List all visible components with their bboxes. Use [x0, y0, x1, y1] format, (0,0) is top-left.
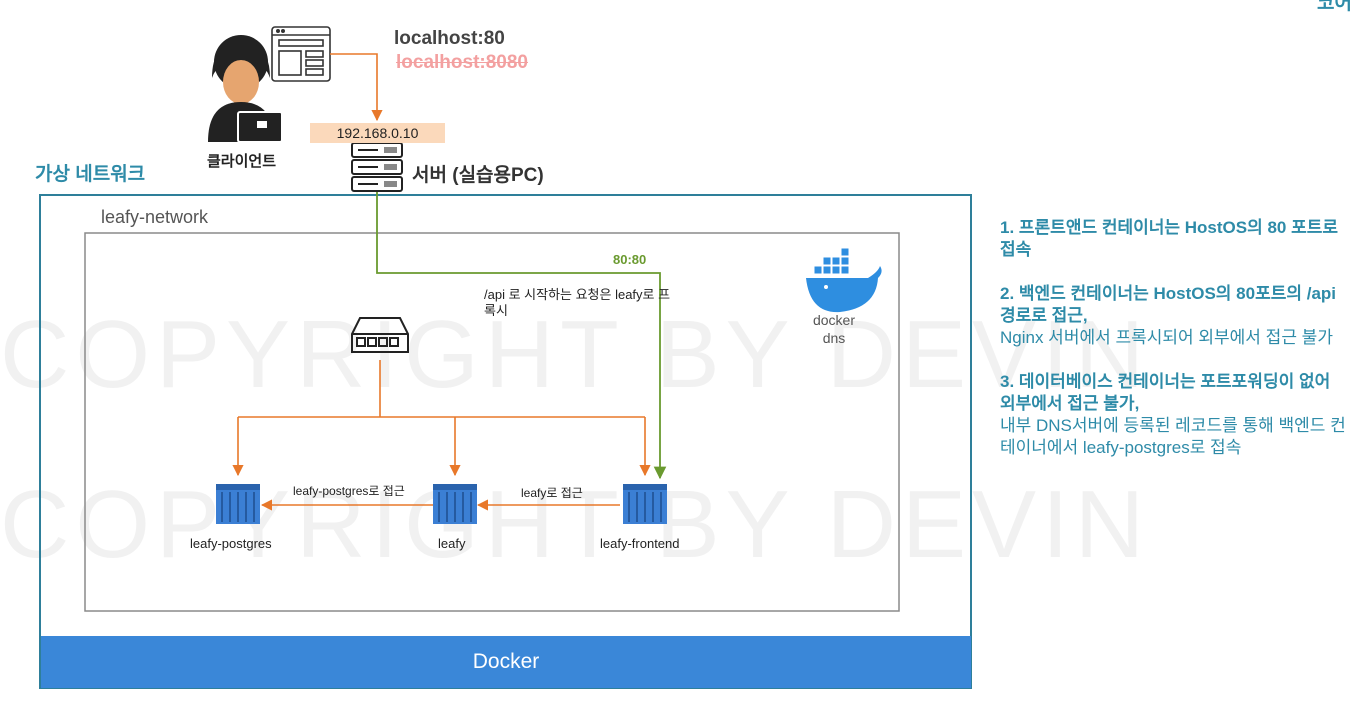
notes-panel: 1. 프론트앤드 컨테이너는 HostOS의 80 포트로 접속 2. 백엔드 … — [1000, 217, 1350, 481]
container-icon-backend — [433, 484, 477, 524]
container-label-frontend: leafy-frontend — [600, 536, 680, 551]
url-primary: localhost:80 — [394, 28, 505, 49]
note-1: 1. 프론트앤드 컨테이너는 HostOS의 80 포트로 접속 — [1000, 217, 1350, 261]
container-label-backend: leafy — [438, 536, 466, 551]
network-switch-icon — [351, 317, 409, 353]
container-icon-frontend — [623, 484, 667, 524]
network-label: leafy-network — [101, 207, 209, 227]
note-3-plain: 내부 DNS서버에 등록된 레코드를 통해 백엔드 컨테이너에서 leafy-p… — [1000, 416, 1346, 457]
port-forward-arrow — [376, 192, 667, 480]
docker-bar: Docker — [41, 636, 971, 688]
docker-whale-icon — [806, 247, 882, 313]
note-3-bold: 3. 데이터베이스 컨테이너는 포트포워딩이 없어 외부에서 접근 불가, — [1000, 372, 1331, 413]
docker-dns-label: docker dns — [808, 311, 860, 347]
dns-label-line2: dns — [822, 330, 846, 346]
api-proxy-note: /api 로 시작하는 요청은 leafy로 프록시 — [484, 287, 671, 318]
request-arrow — [330, 53, 383, 122]
arrow-label-to-backend: leafy로 접근 — [521, 486, 583, 500]
server-ip-badge: 192.168.0.10 — [310, 123, 445, 143]
browser-icon — [271, 26, 331, 82]
url-struck: localhost:8080 — [396, 52, 528, 73]
container-icon-postgres — [216, 484, 260, 524]
note-2-plain: Nginx 서버에서 프록시되어 외부에서 접근 불가 — [1000, 328, 1333, 347]
watermark-line-2: COPYRIGHT BY DEVIN — [0, 471, 1151, 578]
server-label: 서버 (실습용PC) — [412, 165, 544, 186]
container-label-postgres: leafy-postgres — [190, 536, 272, 551]
virtual-network-label: 가상 네트워크 — [35, 164, 146, 185]
arrow-label-to-postgres: leafy-postgres로 접근 — [293, 484, 405, 498]
client-label: 클라이언트 — [207, 153, 277, 170]
note-2-bold: 2. 백엔드 컨테이너는 HostOS의 80포트의 /api 경로로 접근, — [1000, 284, 1337, 325]
virtual-network-box — [39, 194, 972, 689]
note-2: 2. 백엔드 컨테이너는 HostOS의 80포트의 /api 경로로 접근, … — [1000, 283, 1350, 349]
distribution-lines — [232, 360, 651, 511]
server-icon — [351, 142, 403, 192]
corner-text: 코어 — [1317, 0, 1352, 14]
note-3: 3. 데이터베이스 컨테이너는 포트포워딩이 없어 외부에서 접근 불가, 내부… — [1000, 371, 1350, 459]
note-1-bold: 1. 프론트앤드 컨테이너는 HostOS의 80 포트로 접속 — [1000, 218, 1339, 259]
watermark-line-1: COPYRIGHT BY DEVIN — [0, 301, 1151, 408]
client-person-icon — [208, 35, 283, 143]
leafy-network-box — [84, 232, 900, 612]
port-mapping-label: 80:80 — [613, 252, 647, 267]
dns-label-line1: docker — [812, 312, 856, 328]
